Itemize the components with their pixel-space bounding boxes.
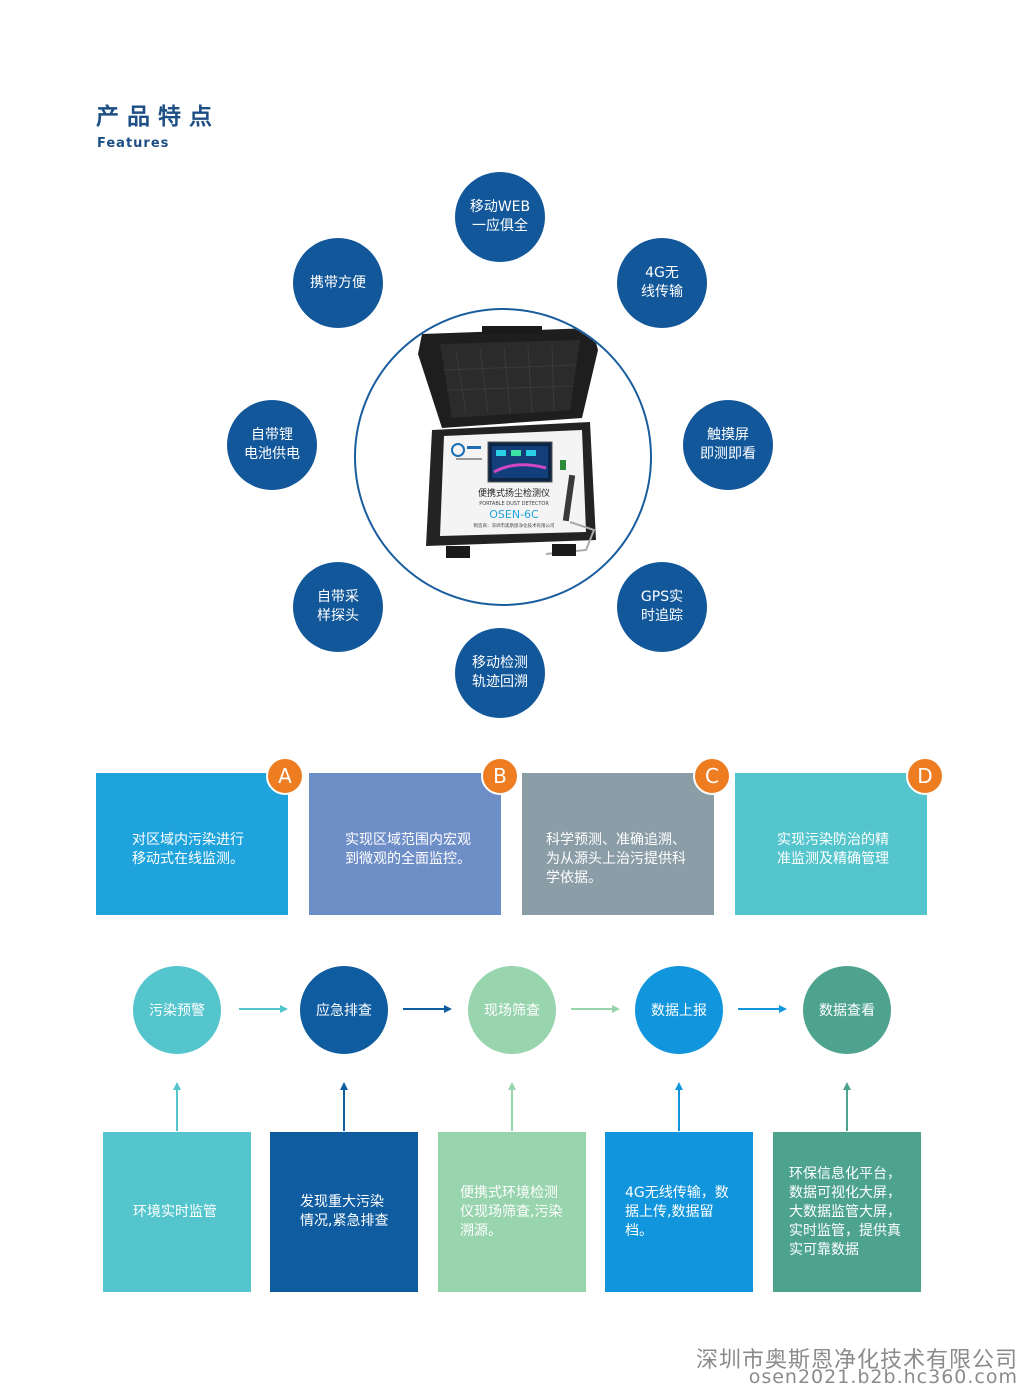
badge-d: D — [906, 757, 944, 795]
feature-label: 移动检测 轨迹回溯 — [472, 655, 528, 690]
url-watermark: osen2021.b2b.hc360.com — [748, 1366, 1018, 1388]
flow-detail-4: 4G无线传输，数 据上传,数据留档。 — [605, 1132, 753, 1292]
flow-detail-5: 环保信息化平台， 数据可视化大屏， 大数据监管大屏， 实时监管，提供真 实可靠数… — [773, 1132, 921, 1292]
feature-portable: 携带方便 — [293, 238, 383, 328]
badge-a: A — [266, 757, 304, 795]
device-label-en: PORTABLE DUST DETECTOR — [479, 501, 549, 507]
feature-label: 4G无 线传输 — [641, 265, 683, 300]
flow-step-data-report: 数据上报 — [635, 966, 723, 1054]
benefit-box-b: 实现区域范围内宏观 到微观的全面监控。 — [309, 773, 501, 915]
flow-step-emergency-check: 应急排查 — [300, 966, 388, 1054]
feature-touchscreen: 触摸屏 即测即看 — [683, 400, 773, 490]
flow-step-data-view: 数据查看 — [803, 966, 891, 1054]
device-illustration: 便携式扬尘检测仪 PORTABLE DUST DETECTOR OSEN-6C … — [418, 326, 598, 558]
feature-sampling-probe: 自带采 样探头 — [293, 562, 383, 652]
feature-label: 携带方便 — [310, 274, 366, 291]
company-watermark: 深圳市奥斯恩净化技术有限公司 — [695, 1348, 1018, 1373]
page-subtitle: Features — [97, 136, 170, 151]
feature-gps: GPS实 时追踪 — [617, 562, 707, 652]
feature-mobile-web: 移动WEB 一应俱全 — [455, 172, 545, 262]
page-title: 产品特点 — [96, 104, 220, 130]
feature-track-trace: 移动检测 轨迹回溯 — [455, 628, 545, 718]
benefit-box-d: 实现污染防治的精 准监测及精确管理 — [735, 773, 927, 915]
feature-label: 移动WEB 一应俱全 — [469, 199, 531, 234]
benefit-box-a: 对区域内污染进行 移动式在线监测。 — [96, 773, 288, 915]
device-maker: 制造商：深圳市奥斯恩净化技术有限公司 — [474, 522, 555, 529]
feature-label: 自带采 样探头 — [317, 589, 359, 624]
device-model: OSEN-6C — [489, 508, 539, 521]
badge-c: C — [693, 757, 731, 795]
flow-step-onsite-screening: 现场筛查 — [468, 966, 556, 1054]
flow-detail-2: 发现重大污染 情况,紧急排查 — [270, 1132, 418, 1292]
device-image-ring: 便携式扬尘检测仪 PORTABLE DUST DETECTOR OSEN-6C … — [354, 308, 652, 606]
flow-detail-3: 便携式环境检测 仪现场筛查,污染 溯源。 — [438, 1132, 586, 1292]
flow-step-pollution-warning: 污染预警 — [133, 966, 221, 1054]
feature-label: GPS实 时追踪 — [640, 589, 684, 624]
badge-b: B — [481, 757, 519, 795]
device-label-cn: 便携式扬尘检测仪 — [478, 487, 550, 499]
benefit-box-c: 科学预测、准确追溯、 为从源头上治污提供科 学依据。 — [522, 773, 714, 915]
feature-label: 自带锂 电池供电 — [244, 427, 300, 462]
feature-label: 触摸屏 即测即看 — [700, 427, 756, 462]
flow-detail-1: 环境实时监管 — [103, 1132, 251, 1292]
feature-lithium-battery: 自带锂 电池供电 — [227, 400, 317, 490]
feature-4g-wireless: 4G无 线传输 — [617, 238, 707, 328]
